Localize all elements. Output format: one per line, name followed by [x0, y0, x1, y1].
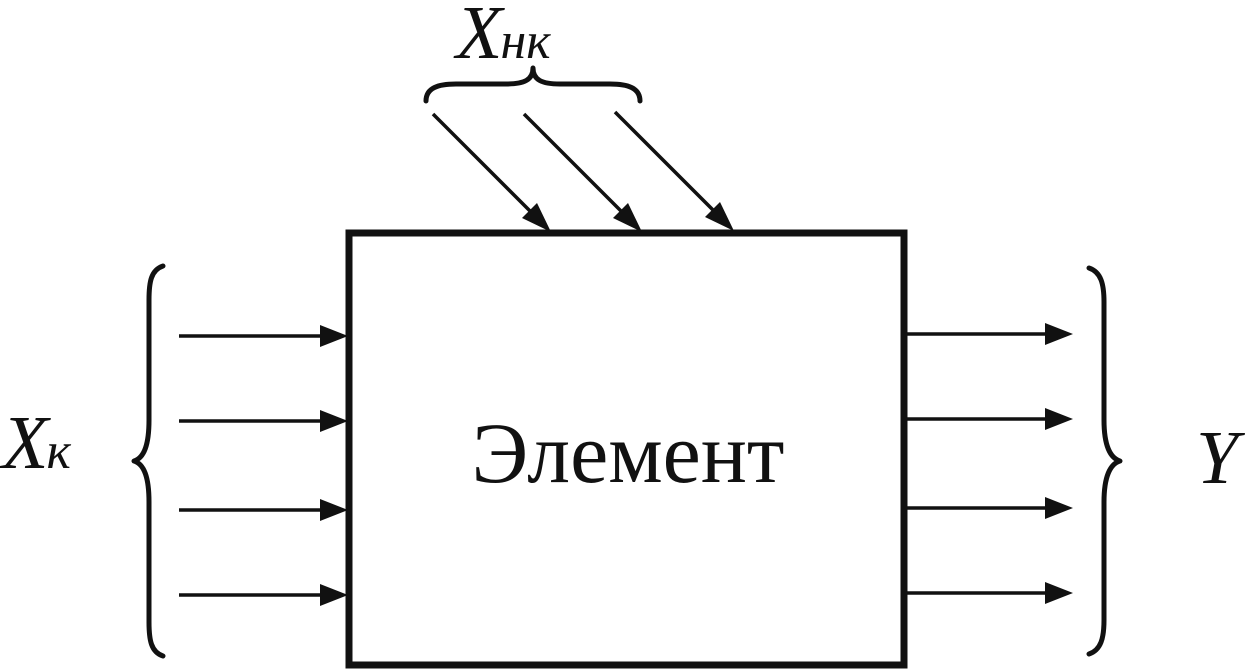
element-box	[345, 229, 908, 669]
uncontrolled-inputs	[431, 110, 734, 232]
arrowhead-icon	[1045, 582, 1073, 604]
arrowhead-icon	[320, 499, 348, 521]
uncontrolled-inputs-label: Xнк	[453, 0, 551, 75]
arrowhead-icon	[320, 325, 348, 347]
uncontrolled-input-arrow-1	[431, 112, 538, 219]
arrowhead-icon	[522, 203, 551, 232]
controlled-inputs	[179, 325, 348, 606]
element-label: Элемент	[472, 405, 785, 501]
arrowhead-icon	[320, 584, 348, 606]
outputs-brace	[1086, 265, 1123, 657]
outputs	[906, 323, 1073, 604]
controlled-inputs-label: Xк	[0, 401, 71, 485]
arrowhead-icon	[320, 410, 348, 432]
outputs-label: Y	[1196, 416, 1246, 500]
arrowhead-icon	[1045, 497, 1073, 519]
uncontrolled-input-arrow-2	[522, 112, 629, 219]
uncontrolled-inputs-brace	[423, 65, 643, 104]
arrowhead-icon	[1045, 408, 1073, 430]
arrowhead-icon	[613, 203, 642, 232]
arrowhead-icon	[705, 202, 734, 231]
controlled-inputs-brace	[131, 263, 166, 659]
arrowhead-icon	[1045, 323, 1073, 345]
uncontrolled-input-arrow-3	[613, 110, 721, 218]
